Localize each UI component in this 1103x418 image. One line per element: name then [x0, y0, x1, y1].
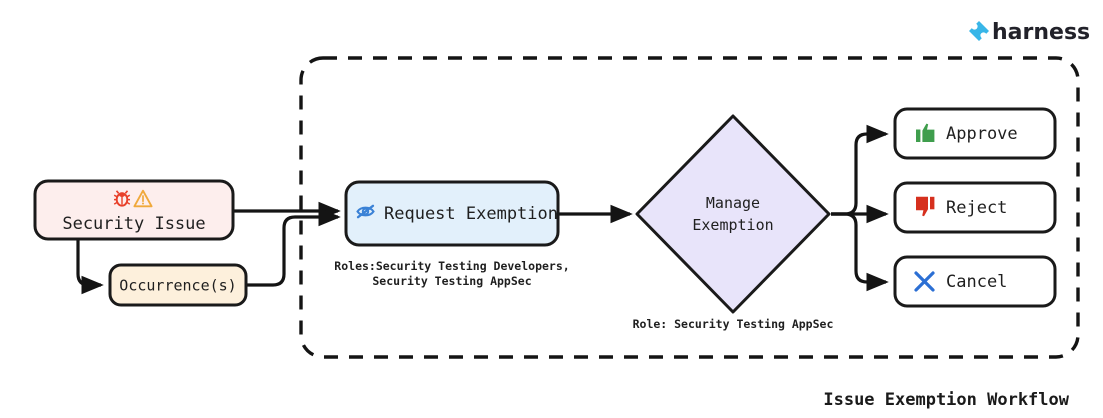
diagram-title: Issue Exemption Workflow: [823, 390, 1069, 410]
edge-security-issue-to-occurrences: [76, 240, 104, 295]
node-request-exemption-label: Request Exemption: [384, 204, 558, 224]
node-occurrences-label: Occurrence(s): [119, 277, 236, 295]
edge-manage-exemption-to-approve: [831, 124, 889, 216]
node-reject[interactable]: Reject: [893, 181, 1057, 234]
bug-icon: [113, 190, 131, 207]
caption-line-1: Role: Security Testing AppSec: [633, 317, 834, 331]
warning-triangle-icon: [133, 189, 153, 208]
node-manage-exemption-label-line2: Exemption: [692, 216, 773, 234]
node-manage-exemption-label-line1: Manage: [706, 194, 760, 212]
node-request-exemption[interactable]: Request Exemption: [344, 180, 560, 247]
thumbs-down-icon: [916, 196, 935, 217]
caption-manage-exemption-role: Role: Security Testing AppSec: [633, 317, 834, 331]
node-manage-exemption[interactable]: Manage Exemption: [635, 114, 831, 314]
node-reject-label: Reject: [946, 198, 1007, 218]
edge-occurrences-to-request-exemption: [246, 207, 341, 287]
node-cancel[interactable]: Cancel: [893, 255, 1057, 308]
node-security-issue[interactable]: Security Issue: [33, 179, 235, 241]
brand-logo: harness: [969, 20, 1090, 45]
node-occurrences[interactable]: Occurrence(s): [108, 263, 248, 307]
node-security-issue-label: Security Issue: [62, 214, 205, 234]
caption-request-exemption-roles: Roles:Security Testing Developers, Secur…: [334, 259, 569, 288]
x-cross-icon: [914, 271, 935, 292]
harness-diamond-logo-icon: [969, 21, 989, 41]
edge-manage-exemption-to-cancel: [831, 212, 889, 292]
thumbs-up-icon: [916, 123, 935, 142]
caption-line-1: Roles:Security Testing Developers,: [334, 259, 569, 273]
exemption-workflow-group-border: [299, 56, 1080, 359]
node-cancel-label: Cancel: [946, 272, 1007, 292]
node-approve-label: Approve: [946, 124, 1018, 144]
node-approve[interactable]: Approve: [893, 107, 1057, 160]
brand-name: harness: [992, 20, 1090, 45]
caption-line-2: Security Testing AppSec: [372, 274, 531, 288]
eye-slash-icon: [356, 204, 375, 219]
